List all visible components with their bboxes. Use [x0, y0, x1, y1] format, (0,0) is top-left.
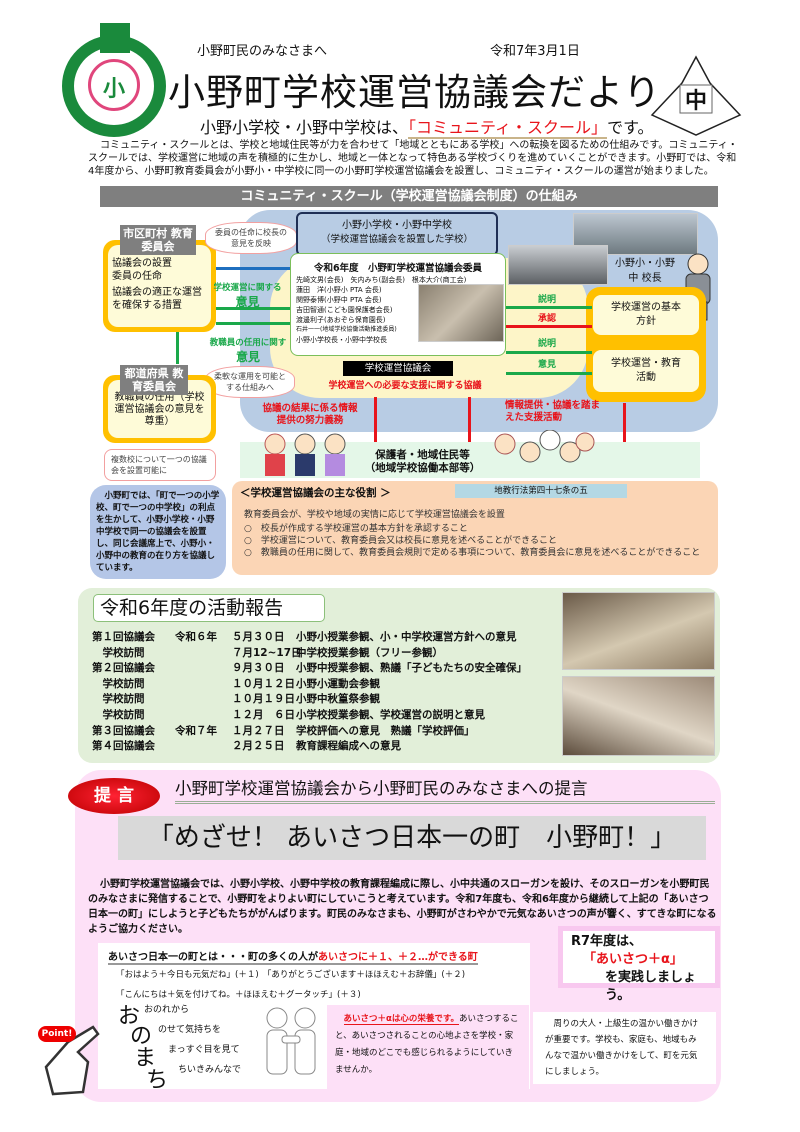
activity-era: 令和７年: [175, 724, 217, 737]
activity-era: 令和６年: [175, 631, 217, 643]
bubble-flexible: 柔軟な運用を可能とする仕組みへ: [205, 366, 295, 398]
nourish-box: あいさつ＋αは心の栄養です。あいさつすること、あいさつされることの心地よさを学校…: [327, 1005, 529, 1089]
activity-date: ５月３０日: [232, 631, 285, 643]
opinion-school-label: 学校運営に関する 意見: [213, 283, 282, 309]
town-logo: 小: [62, 23, 166, 137]
ono-note: 小野町では、「町で一つの小学校、町で一つの中学校」の利点を生かして、小野小学校・…: [90, 485, 226, 579]
activity-box: 学校運営・教育活動: [593, 350, 699, 392]
activity-event: 第４回協議会: [92, 740, 155, 753]
activity-desc: 学校評価への意見 熟議「学校評価」: [296, 724, 475, 737]
intro-text: コミュニティ・スクールとは、学校と地域住民等が力を合わせて「地域とともにある学校…: [88, 140, 738, 177]
bubble-appointment: 委員の任命に校長の意見を反映: [205, 222, 297, 254]
school-photo-2: [508, 245, 608, 285]
activity-desc: 小野小運動会参観: [296, 677, 380, 690]
page-title: 小野町学校運営協議会だより: [168, 71, 662, 114]
activity-desc: 小学校授業参観、学校運営の説明と意見: [296, 709, 485, 721]
activity-desc: 教育課程編成への意見: [296, 740, 401, 753]
activity-desc: 小野中秋篁祭参観: [296, 693, 380, 706]
proposal-heading: 小野町学校運営協議会から小野町民のみなさまへの提言: [175, 775, 715, 804]
r7-box: R7年度は、 「あいさつ＋α」 を実践しましょう。: [558, 926, 720, 1003]
activity-desc: 小野小授業参観、小・中学校運営方針への意見: [296, 631, 517, 643]
school-emblem: 中: [650, 55, 742, 137]
activity-photo-2: [562, 676, 715, 756]
issue-date: 令和7年3月1日: [490, 44, 580, 59]
school-box: 小野小学校・小野中学校 （学校運営協議会を設置した学校）: [296, 212, 498, 256]
arrow-red-up-2: [623, 403, 626, 445]
arrow-explain-2: [506, 351, 592, 354]
activity-date: ９月３０日: [232, 662, 285, 675]
council-label: 学校運営協議会: [343, 361, 453, 376]
members-photo: [418, 284, 504, 342]
arrow-green-1: [216, 307, 291, 310]
point-hand-icon: Point!: [38, 1022, 106, 1096]
roles-box: ＜学校運営協議会の主な役割 ＞ 教育委員会が、学校や地域の実情に応じて学校運営協…: [232, 481, 718, 575]
activity-photo-1: [562, 592, 715, 670]
activity-event: 第１回協議会: [92, 631, 155, 643]
arrow-down: [176, 332, 179, 364]
members-box: 令和6年度 小野町学校運営協議会委員 先崎文男(会長) 矢内みち(副会長) 根本…: [290, 253, 506, 356]
activity-date: ２月２５日: [232, 740, 285, 753]
activity-date: １月２７日: [232, 724, 285, 737]
activity-event: 第２回協議会: [92, 662, 155, 675]
prefectural-board-label: 都道府県 教育委員会: [120, 365, 188, 395]
greeting-example-2: 「こんにちは＋気を付けてね。＋ほほえむ＋グータッチ」(＋３): [116, 990, 361, 1000]
community-label: 保護者・地域住民等 （地域学校協働本部等）: [364, 449, 481, 474]
community-band: [240, 442, 700, 478]
proposal-body: 小野町学校運営協議会では、小野小学校、小野中学校の教育課程編成に際し、小中共通の…: [88, 879, 717, 935]
support-text: 情報提供・協議を踏まえた支援活動: [505, 400, 601, 423]
activity-date: １２月 ６日: [232, 709, 295, 721]
arrow-label-explain-2: 説明: [538, 339, 557, 349]
activity-date: ７月12~17日: [232, 646, 302, 659]
diagram-title: コミュニティ・スクール（学校運営協議会制度）の仕組み: [100, 186, 718, 207]
greeting-definition: あいさつ日本一の町とは・・・町の多くの人があいさつに＋１、＋２…ができる町: [108, 948, 478, 965]
bubble-multiple-schools: 複数校について一つの協議会を設置可能に: [104, 449, 216, 481]
activity-date: １０月１２日: [232, 677, 295, 690]
greeting-example-1: 「おはよう＋今日も元気だね」(＋１) 「ありがとうございます＋ほほえむ＋お辞儀」…: [116, 970, 466, 980]
arrow-label-approve: 承認: [538, 314, 557, 324]
municipal-board: 協議会の設置 委員の任命 協議会の適正な運営を確保する措置: [103, 240, 216, 332]
policy-box: 学校運営の基本方針: [593, 295, 699, 335]
activity-event: 第３回協議会: [92, 724, 155, 737]
arrow-red-down: [374, 397, 377, 445]
law-tag: 地教行法第四十七条の五: [455, 484, 627, 498]
slogan: 「めざせ！ あいさつ日本一の町 小野町！」: [118, 816, 706, 860]
activity-event: 学校訪問: [92, 693, 145, 706]
principal-label: 小野小・小野中 校長: [612, 256, 678, 286]
arrow-opinion: [506, 372, 592, 375]
municipal-board-label: 市区町村 教育委員会: [120, 225, 196, 255]
activity-event: 学校訪問: [92, 709, 145, 721]
activity-desc: 小野中授業参観、熟議「子どもたちの安全確保」: [296, 662, 527, 675]
onomachi-acrostic: お の ま ち おのれから のせて気持ちを まっすぐ目を見て ちいきみんなで: [118, 1004, 242, 1093]
adults-note: 周りの大人・上級生の温かい働きかけが重要です。学校も、家庭も、地域もみんなで温か…: [533, 1012, 716, 1084]
opinion-staff-label: 教職員の任用に関す 意見: [209, 338, 287, 364]
arrow-blue: [216, 267, 291, 270]
activity-event: 学校訪問: [92, 646, 145, 659]
proposal-badge: 提 言: [68, 778, 160, 814]
activity-date: １０月１９日: [232, 693, 295, 706]
community-people-icon-2: [490, 429, 595, 476]
activity-desc: 中学校授業参観（フリー参観）: [296, 646, 443, 659]
arrow-red-up-1: [468, 397, 471, 445]
duty-text: 協議の結果に係る情報提供の努力義務: [262, 403, 358, 426]
activity-title: 令和6年度の活動報告: [93, 594, 325, 622]
arrow-label-opinion: 意見: [538, 360, 557, 370]
community-people-icon: [255, 430, 355, 476]
arrow-explain-1: [506, 306, 592, 309]
council-subtitle: 学校運営への必要な支援に関する協議: [328, 381, 482, 391]
arrow-approve: [506, 325, 592, 328]
arrow-green-2: [216, 322, 291, 325]
subtitle: 小野小学校・小野中学校は、「コミュニティ・スクール」です。: [200, 118, 654, 139]
activity-event: 学校訪問: [92, 677, 145, 690]
members-list: 先崎文男(会長) 矢内みち(副会長) 根本大介(商工会) 蓮田 洋(小野小 PT…: [296, 276, 467, 344]
fist-bump-icon: [262, 1006, 322, 1076]
greeting: 小野町民のみなさまへ: [197, 44, 328, 59]
arrow-label-explain-1: 説明: [538, 295, 557, 305]
